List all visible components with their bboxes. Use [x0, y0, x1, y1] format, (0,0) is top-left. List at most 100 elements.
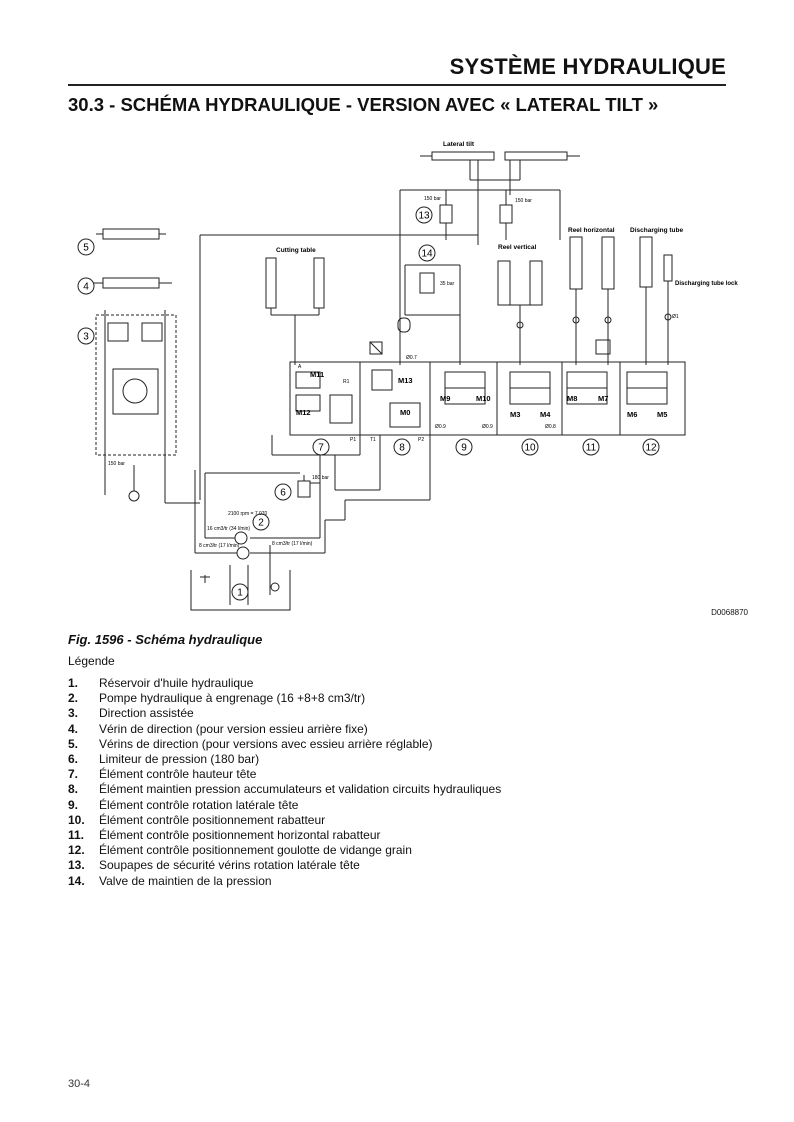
label-discharging-tube: Discharging tube: [630, 227, 683, 234]
power-steering-3: [95, 314, 177, 456]
label-pressure-150a: 150 bar: [424, 196, 441, 202]
header-title: SYSTÈME HYDRAULIQUE: [449, 54, 726, 79]
label-flow-8b: 8 cm3/tr (17 l/min): [272, 541, 313, 547]
pressure-switch-icon: [369, 341, 383, 355]
legend-title: Légende: [68, 654, 115, 668]
steering-cylinders-5: [102, 228, 160, 240]
label-lateral-tilt: Lateral tilt: [443, 141, 475, 148]
callout-7-text: 7: [318, 443, 324, 454]
port-p1: P1: [350, 437, 356, 443]
callout-9-text: 9: [461, 443, 467, 454]
valve-m7: M7: [598, 394, 608, 403]
callout-3-text: 3: [83, 332, 89, 343]
callout-4-text: 4: [83, 282, 89, 293]
callout-6-text: 6: [280, 488, 286, 499]
label-discharging-tube-lock: Discharging tube lock: [675, 281, 738, 287]
port-d1: Ø1: [672, 314, 679, 320]
label-flow-8a: 8 cm3/tr (17 l/min): [199, 543, 240, 549]
callout-11: [582, 438, 600, 456]
valve-m3: M3: [510, 410, 520, 419]
callout-10-text: 10: [524, 443, 536, 454]
steering-cylinder-4: [102, 277, 160, 289]
reel-vertical-cylinder-left: [497, 260, 511, 306]
valve-m0: M0: [400, 408, 410, 417]
pressure-hold-valve-14: [419, 272, 435, 294]
callout-1-text: 1: [237, 588, 243, 599]
callout-14: [418, 244, 436, 262]
reel-horizontal-cylinder-left: [569, 236, 583, 290]
callout-8-text: 8: [399, 443, 405, 454]
port-r1: R1: [343, 379, 350, 385]
legend-item: 5.Vérins de direction (pour versions ave…: [68, 736, 433, 751]
discharging-tube-cylinder: [639, 236, 653, 288]
label-pressure-180: 180 bar: [312, 475, 329, 481]
valve-m8: M8: [567, 394, 577, 403]
port-t1: T1: [370, 437, 376, 443]
callout-13: [415, 206, 433, 224]
label-flow-16: 16 cm3/tr (34 l/min): [207, 526, 250, 532]
callout-2-text: 2: [258, 518, 264, 529]
callout-12: [642, 438, 660, 456]
callout-12-text: 12: [645, 443, 657, 454]
steering-wheel-icon: [128, 490, 140, 502]
callout-5-text: 5: [83, 243, 89, 254]
valve-m12: M12: [296, 408, 311, 417]
lateral-tilt-cylinder-right: [504, 151, 568, 161]
port-d08: Ø0.8: [545, 424, 556, 430]
callout-2: [252, 513, 270, 531]
page-number: 30-4: [68, 1078, 91, 1090]
cutting-table-cylinder-left: [265, 257, 277, 309]
legend-item: 6.Limiteur de pression (180 bar): [68, 752, 260, 767]
legend-item: 2.Pompe hydraulique à engrenage (16 +8+8…: [68, 691, 366, 706]
port-d09a: Ø0.9: [435, 424, 446, 430]
valve-m6: M6: [627, 410, 637, 419]
legend-item: 3.Direction assistée: [68, 706, 194, 721]
relief-valve-13b: [499, 204, 513, 224]
callout-8: [393, 438, 411, 456]
legend-item: 1.Réservoir d'huile hydraulique: [68, 676, 254, 690]
discharging-tube-lock-cylinder: [663, 254, 673, 282]
valve-m10: M10: [476, 394, 491, 403]
relief-valve-13a: [439, 204, 453, 224]
legend-item: 14.Valve de maintien de la pression: [68, 873, 272, 888]
legend-item: 10.Élément contrôle positionnement rabat…: [68, 812, 326, 827]
accumulator-icon: [397, 317, 411, 333]
callout-9: [455, 438, 473, 456]
pressure-limiter-6: [297, 480, 311, 498]
label-cutting-table: Cutting table: [276, 247, 316, 254]
section-title: 30.3 - SCHÉMA HYDRAULIQUE - VERSION AVEC…: [68, 94, 659, 115]
callout-5: [77, 238, 95, 256]
label-pressure-35: 35 bar: [440, 281, 455, 287]
legend-item: 4.Vérin de direction (pour version essie…: [68, 721, 368, 736]
callout-10: [521, 438, 539, 456]
valve-m4: M4: [540, 410, 551, 419]
callout-1: [231, 583, 249, 601]
valve-bank: [289, 361, 686, 436]
valve-m13: M13: [398, 376, 413, 385]
cutting-table-cylinder-right: [313, 257, 325, 309]
oil-tank-1: [190, 570, 291, 611]
callout-13-text: 13: [418, 211, 430, 222]
port-a: A: [298, 364, 302, 370]
header-rule: [68, 84, 726, 86]
callout-6: [274, 483, 292, 501]
figure-caption: Fig. 1596 - Schéma hydraulique: [68, 632, 263, 647]
port-p2: P2: [418, 437, 424, 443]
legend-list: 1.Réservoir d'huile hydraulique 2.Pompe …: [68, 676, 501, 889]
hydraulic-diagram: 5 4 3 13 14 6 2 1 7 8 9 10 11 12 Lateral…: [77, 141, 738, 611]
callout-11-text: 11: [586, 443, 597, 454]
callout-4: [77, 277, 95, 295]
label-rpm: 2100 rpm = 7 070: [228, 511, 268, 517]
label-pressure-150-steering: 150 bar: [108, 461, 125, 467]
reel-horizontal-cylinder-right: [601, 236, 615, 290]
valve-m5: M5: [657, 410, 667, 419]
port-d09b: Ø0.9: [482, 424, 493, 430]
valve-m9: M9: [440, 394, 450, 403]
valve-m11: M11: [310, 370, 324, 379]
callout-3: [77, 327, 95, 345]
callout-14-text: 14: [421, 249, 433, 260]
reel-vertical-cylinder-right: [529, 260, 543, 306]
label-reel-vertical: Reel vertical: [498, 244, 536, 251]
legend-item: 12.Élément contrôle positionnement goulo…: [68, 843, 412, 858]
legend-item: 11.Élément contrôle positionnement horiz…: [68, 828, 381, 843]
